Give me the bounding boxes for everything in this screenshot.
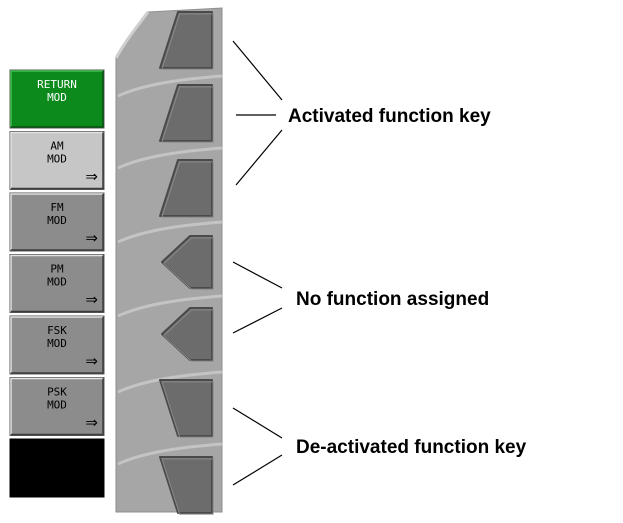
label-deactivated-function-key: De-activated function key bbox=[296, 437, 527, 458]
softkey-column-frame bbox=[8, 68, 106, 438]
softkey-background bbox=[9, 438, 105, 498]
softkey-label-line2: MOD bbox=[47, 399, 67, 412]
softkey-background bbox=[9, 254, 105, 313]
panel-dividers bbox=[117, 74, 223, 466]
softkey-label-line2: MOD bbox=[47, 337, 67, 350]
hardkey-4[interactable] bbox=[161, 235, 214, 290]
softkey-label-line2: MOD bbox=[47, 153, 67, 166]
hardware-keys bbox=[159, 11, 214, 515]
softkey-bevel-light bbox=[10, 70, 103, 127]
softkey-bevel-light bbox=[10, 193, 103, 250]
softkey-bevel-dark bbox=[11, 378, 104, 436]
right-double-arrow-icon: ⇒ bbox=[85, 353, 98, 370]
hardkey-highlight bbox=[163, 237, 214, 290]
hardkey-highlight bbox=[161, 161, 214, 218]
softkey-bevel-light bbox=[10, 377, 103, 435]
softkey-label-line2: MOD bbox=[47, 214, 67, 227]
softkey-bevel-dark bbox=[11, 317, 104, 374]
panel-divider bbox=[117, 442, 223, 466]
softkey-label-line1: RETURN bbox=[37, 78, 77, 91]
softkey-label-line1: FM bbox=[50, 201, 64, 214]
leader-line bbox=[232, 407, 283, 439]
hardkey-2[interactable] bbox=[159, 84, 214, 143]
softkey-label-line2: MOD bbox=[47, 276, 67, 289]
trapezoid-down-icon bbox=[159, 456, 213, 514]
leader-line bbox=[232, 40, 283, 101]
softkey-background bbox=[9, 69, 105, 129]
softkey-bevel-light bbox=[10, 316, 103, 373]
right-double-arrow-icon: ⇒ bbox=[85, 292, 98, 309]
right-double-arrow-icon: ⇒ bbox=[85, 169, 98, 186]
hardkey-highlight bbox=[161, 13, 214, 70]
softkey-column: RETURNMODAMMOD⇒FMMOD⇒PMMOD⇒FSKMOD⇒PSKMOD… bbox=[8, 68, 106, 498]
hardkey-highlight bbox=[163, 309, 214, 362]
trapezoid-up-icon bbox=[159, 11, 213, 69]
leader-lines bbox=[232, 40, 283, 486]
panel-rounded-corner bbox=[114, 11, 150, 59]
panel-divider bbox=[117, 74, 223, 98]
hardkey-highlight bbox=[161, 458, 214, 515]
softkey-background bbox=[9, 131, 105, 190]
softkey-bevel-light bbox=[10, 254, 103, 312]
leader-line bbox=[232, 307, 283, 334]
softkey-label-line2: MOD bbox=[47, 91, 67, 104]
right-double-arrow-icon: ⇒ bbox=[85, 230, 98, 247]
softkey-background bbox=[9, 377, 105, 436]
leader-line bbox=[232, 261, 283, 289]
panel-divider bbox=[117, 220, 223, 244]
softkey-bevel-dark bbox=[11, 132, 104, 190]
label-activated-function-key: Activated function key bbox=[288, 106, 491, 127]
softkey-7[interactable] bbox=[9, 438, 105, 498]
right-double-arrow-icon: ⇒ bbox=[85, 415, 98, 432]
hardkey-7[interactable] bbox=[159, 456, 214, 515]
hardkey-5[interactable] bbox=[161, 307, 214, 362]
softkey-bevel-dark bbox=[11, 194, 104, 251]
leader-line bbox=[232, 454, 283, 486]
softkey-label-line1: AM bbox=[50, 140, 64, 153]
softkey-label-line1: PM bbox=[50, 263, 64, 276]
hardkey-6[interactable] bbox=[159, 379, 214, 438]
softkey-label-line1: PSK bbox=[47, 386, 67, 399]
trapezoid-down-icon bbox=[159, 379, 213, 437]
softkey-bevel-dark bbox=[11, 255, 104, 313]
softkey-bevel-light bbox=[10, 131, 103, 189]
panel-divider bbox=[117, 370, 223, 394]
softkey-label-line1: FSK bbox=[47, 324, 67, 337]
label-no-function-assigned: No function assigned bbox=[296, 289, 489, 310]
trapezoid-up-icon bbox=[159, 159, 213, 217]
hardkey-1[interactable] bbox=[159, 11, 214, 70]
leader-line bbox=[235, 129, 283, 186]
softkey-background bbox=[9, 315, 105, 375]
trapezoid-up-icon bbox=[159, 84, 213, 142]
panel-divider bbox=[117, 294, 223, 318]
hardkey-highlight bbox=[161, 381, 214, 438]
hardkey-highlight bbox=[161, 86, 214, 143]
hardkey-3[interactable] bbox=[159, 159, 214, 218]
softkey-bevel-dark bbox=[11, 71, 104, 128]
softkey-background bbox=[9, 192, 105, 252]
panel-divider bbox=[117, 146, 223, 170]
